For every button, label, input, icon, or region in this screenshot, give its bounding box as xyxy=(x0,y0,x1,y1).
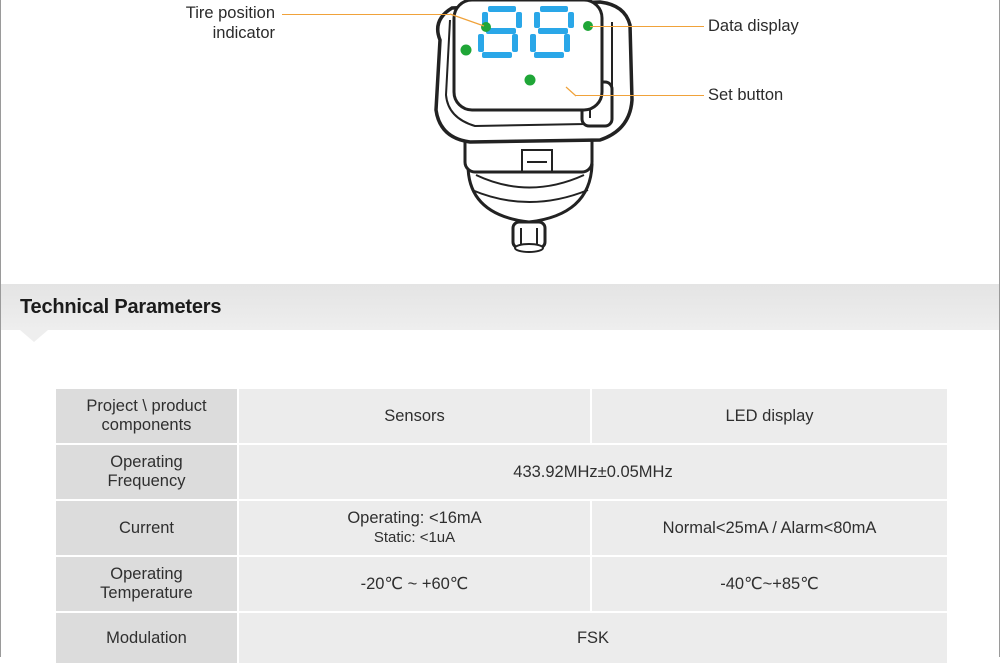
table-row: Operating Temperature -20℃ ~ +60℃ -40℃~+… xyxy=(54,555,949,613)
callout-tire-position-leader-bend xyxy=(449,13,485,27)
row-label-line2: Temperature xyxy=(100,584,193,602)
callout-tire-position-line1: Tire position xyxy=(185,4,275,22)
table-header-row: Project \ product components Sensors LED… xyxy=(54,387,949,445)
tire-led-rear-right xyxy=(524,74,536,86)
callout-data-display-label: Data display xyxy=(708,17,799,35)
tire-led-front-left xyxy=(481,22,491,32)
frame-left-border xyxy=(0,0,1,657)
header-label-line2: components xyxy=(101,416,192,434)
callout-tire-position: Tire position indicator xyxy=(150,3,275,43)
tpms-device-illustration xyxy=(434,0,634,253)
row-led-value-cell: -40℃~+85℃ xyxy=(590,555,949,613)
row-label-line1: Operating xyxy=(110,565,183,583)
section-title: Technical Parameters xyxy=(20,296,222,318)
callout-data-display-leader xyxy=(590,26,704,27)
row-label-line1: Operating xyxy=(110,453,183,471)
tire-led-front-right xyxy=(583,21,593,31)
row-sensors-value-line1: Operating: <16mA xyxy=(347,509,482,527)
callout-tire-position-line2: indicator xyxy=(212,24,275,42)
table-row: Current Operating: <16mA Static: <1uA No… xyxy=(54,499,949,557)
row-sensors-value-cell: Operating: <16mA Static: <1uA xyxy=(237,499,592,557)
row-led-value-cell: Normal<25mA / Alarm<80mA xyxy=(590,499,949,557)
row-sensors-value-cell: -20℃ ~ +60℃ xyxy=(237,555,592,613)
section-header: Technical Parameters xyxy=(1,284,999,330)
row-label-line2: Frequency xyxy=(107,472,186,490)
display-face xyxy=(452,0,604,112)
callout-set-button-label: Set button xyxy=(708,86,784,104)
callout-set-button: Set button xyxy=(708,85,783,105)
callout-set-button-leader xyxy=(575,95,704,96)
row-label-cell: Current xyxy=(54,499,239,557)
table-row: Operating Frequency 433.92MHz±0.05MHz xyxy=(54,443,949,501)
row-value-cell: FSK xyxy=(237,611,949,665)
row-label-cell: Operating Frequency xyxy=(54,443,239,501)
technical-parameters-table: Project \ product components Sensors LED… xyxy=(54,387,949,665)
callout-tire-position-leader xyxy=(282,14,450,15)
row-label-cell: Operating Temperature xyxy=(54,555,239,613)
section-header-notch xyxy=(20,330,48,342)
header-sensors-cell: Sensors xyxy=(237,387,592,445)
product-illustration: Tire position indicator Data display Set… xyxy=(0,0,1000,282)
table-row: Modulation FSK xyxy=(54,611,949,665)
plug-body xyxy=(463,128,594,224)
row-sensors-value-line2: Static: <1uA xyxy=(373,529,456,546)
display-digits xyxy=(478,6,574,58)
plug-tip xyxy=(511,220,547,253)
header-label-cell: Project \ product components xyxy=(54,387,239,445)
tire-indicator-leds xyxy=(460,21,593,86)
row-label-cell: Modulation xyxy=(54,611,239,665)
callout-set-button-leader-bend xyxy=(565,86,577,97)
row-value-cell: 433.92MHz±0.05MHz xyxy=(237,443,949,501)
tire-led-rear-left xyxy=(460,44,472,56)
callout-data-display: Data display xyxy=(708,16,799,36)
header-led-display-cell: LED display xyxy=(590,387,949,445)
header-label-line1: Project \ product xyxy=(86,397,207,415)
